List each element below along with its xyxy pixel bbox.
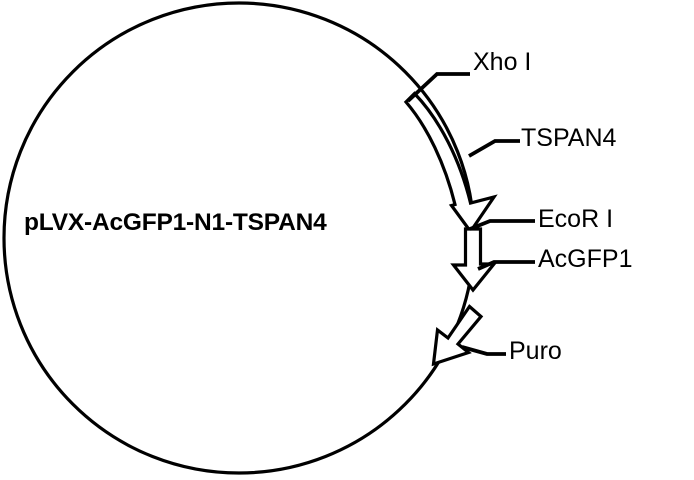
label-acgfp1: AcGFP1 xyxy=(538,245,633,273)
label-ecor-i: EcoR I xyxy=(538,205,614,233)
label-puro: Puro xyxy=(509,337,562,365)
puro-feature-arrow xyxy=(431,304,484,367)
plasmid-title: pLVX-AcGFP1-N1-TSPAN4 xyxy=(24,209,327,236)
acgfp1-feature-arrow xyxy=(450,227,498,293)
label-xho-i: Xho I xyxy=(473,48,532,76)
tspan4-feature-arrow xyxy=(403,91,498,235)
ecor-i-leader-line xyxy=(469,219,535,231)
puro-leader-line xyxy=(461,345,506,356)
tspan4-leader-line xyxy=(468,139,520,158)
xho-i-leader-line xyxy=(406,72,470,103)
plasmid-backbone-circle xyxy=(2,1,476,475)
acgfp1-leader-line xyxy=(477,260,535,271)
label-tspan4: TSPAN4 xyxy=(521,124,617,152)
